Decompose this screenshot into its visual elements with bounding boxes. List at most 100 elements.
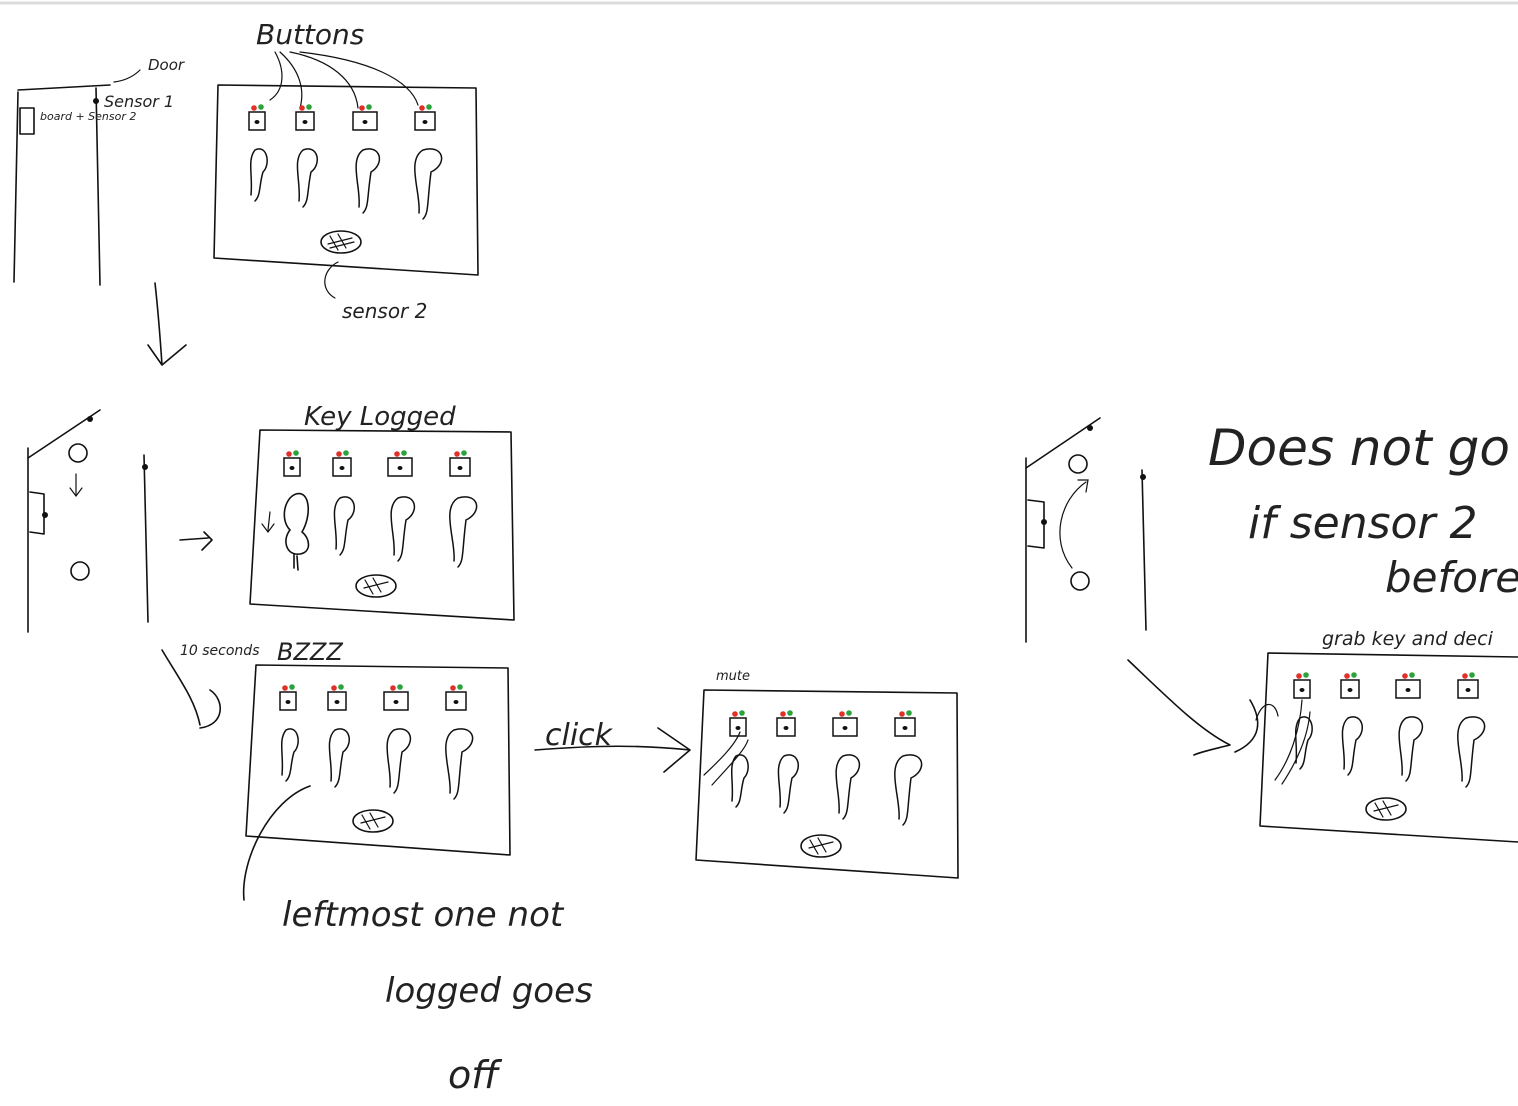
button-dot bbox=[783, 726, 789, 730]
key-button[interactable] bbox=[445, 691, 467, 711]
board-sensor2-label: board + Sensor 2 bbox=[40, 110, 136, 123]
green-led-icon bbox=[461, 450, 467, 456]
red-led-icon bbox=[839, 711, 845, 717]
green-led-icon bbox=[1469, 672, 1475, 678]
key-board-3 bbox=[245, 664, 511, 856]
ten-seconds-label: 10 seconds bbox=[180, 643, 260, 659]
key-button[interactable] bbox=[894, 717, 916, 737]
logged-key bbox=[261, 492, 310, 571]
key-button[interactable] bbox=[387, 457, 413, 477]
key-slots-group bbox=[1293, 672, 1486, 788]
key-button[interactable] bbox=[383, 691, 409, 711]
green-led-icon bbox=[293, 450, 299, 456]
key-hook bbox=[835, 754, 861, 820]
red-led-icon bbox=[390, 685, 396, 691]
green-led-icon bbox=[401, 450, 407, 456]
click-arrow bbox=[534, 727, 691, 773]
key-button[interactable] bbox=[283, 457, 301, 477]
leftmost-arrow bbox=[242, 785, 311, 901]
leftmost-line2: logged goes bbox=[385, 971, 593, 1011]
key-board-1 bbox=[213, 84, 479, 276]
button-dot bbox=[393, 700, 399, 704]
key-button[interactable] bbox=[279, 691, 297, 711]
key-hook bbox=[390, 496, 416, 562]
green-led-icon bbox=[306, 104, 312, 110]
key-hook bbox=[249, 148, 268, 202]
button-dot bbox=[254, 120, 260, 124]
does-not-line3: before bbox=[1385, 553, 1518, 602]
button-dot bbox=[457, 466, 463, 470]
button-dot bbox=[735, 726, 741, 730]
sensor2-pad-2 bbox=[355, 574, 397, 598]
red-led-icon bbox=[1344, 673, 1350, 679]
key-button[interactable] bbox=[414, 111, 436, 131]
key-hook bbox=[730, 754, 749, 808]
door-diagram-1 bbox=[13, 69, 141, 286]
key-hook bbox=[414, 148, 443, 220]
sensor2-pad-3 bbox=[352, 809, 394, 833]
key-button[interactable] bbox=[248, 111, 266, 131]
green-led-icon bbox=[739, 710, 745, 716]
red-led-icon bbox=[394, 451, 400, 457]
red-led-icon bbox=[732, 711, 738, 717]
does-not-line2: if sensor 2 bbox=[1248, 498, 1478, 549]
green-led-icon bbox=[426, 104, 432, 110]
green-led-icon bbox=[457, 684, 463, 690]
sensor2-pad-1 bbox=[320, 230, 362, 254]
button-dot bbox=[842, 726, 848, 730]
green-led-icon bbox=[787, 710, 793, 716]
button-dot bbox=[285, 700, 291, 704]
green-led-icon bbox=[1303, 672, 1309, 678]
green-led-icon bbox=[338, 684, 344, 690]
key-button[interactable] bbox=[1340, 679, 1360, 699]
ten-seconds-arrow bbox=[161, 649, 222, 729]
right-arrow-1 bbox=[179, 531, 213, 551]
red-led-icon bbox=[454, 451, 460, 457]
sensor1-label: Sensor 1 bbox=[104, 92, 174, 111]
door-label: Door bbox=[148, 56, 185, 74]
key-hook bbox=[355, 148, 381, 214]
red-led-icon bbox=[450, 685, 456, 691]
button-dot bbox=[422, 120, 428, 124]
key-button[interactable] bbox=[295, 111, 315, 131]
key-button[interactable] bbox=[449, 457, 471, 477]
key-hook bbox=[894, 754, 923, 826]
red-led-icon bbox=[336, 451, 342, 457]
sensor1-dot bbox=[93, 98, 99, 104]
key-hook bbox=[280, 728, 299, 782]
bzzz-label: BZZZ bbox=[277, 638, 343, 666]
button-dot bbox=[302, 120, 308, 124]
key-button[interactable] bbox=[1293, 679, 1311, 699]
green-led-icon bbox=[289, 684, 295, 690]
button-dot bbox=[1299, 688, 1305, 692]
green-led-icon bbox=[397, 684, 403, 690]
mute-label: mute bbox=[716, 669, 750, 684]
red-led-icon bbox=[419, 105, 425, 111]
does-not-line1: Does not go bbox=[1208, 419, 1510, 477]
key-slots-group bbox=[283, 450, 478, 568]
key-logged-label: Key Logged bbox=[304, 402, 456, 432]
key-button[interactable] bbox=[327, 691, 347, 711]
key-slots-group bbox=[279, 684, 474, 800]
key-button[interactable] bbox=[332, 457, 352, 477]
green-led-icon bbox=[258, 104, 264, 110]
key-button[interactable] bbox=[832, 717, 858, 737]
button-dot bbox=[902, 726, 908, 730]
key-button[interactable] bbox=[1457, 679, 1479, 699]
red-led-icon bbox=[282, 685, 288, 691]
sensor2-pad-5 bbox=[1365, 797, 1407, 821]
button-dot bbox=[453, 700, 459, 704]
finger-press-1 bbox=[703, 731, 749, 786]
key-board-2 bbox=[249, 429, 515, 621]
key-button[interactable] bbox=[776, 717, 796, 737]
red-led-icon bbox=[359, 105, 365, 111]
key-hook bbox=[296, 148, 319, 208]
button-dot bbox=[1347, 688, 1353, 692]
key-button[interactable] bbox=[1395, 679, 1421, 699]
red-led-icon bbox=[1462, 673, 1468, 679]
key-button[interactable] bbox=[352, 111, 378, 131]
buttons-label: Buttons bbox=[256, 18, 364, 51]
key-hook bbox=[777, 754, 800, 814]
button-dot bbox=[334, 700, 340, 704]
